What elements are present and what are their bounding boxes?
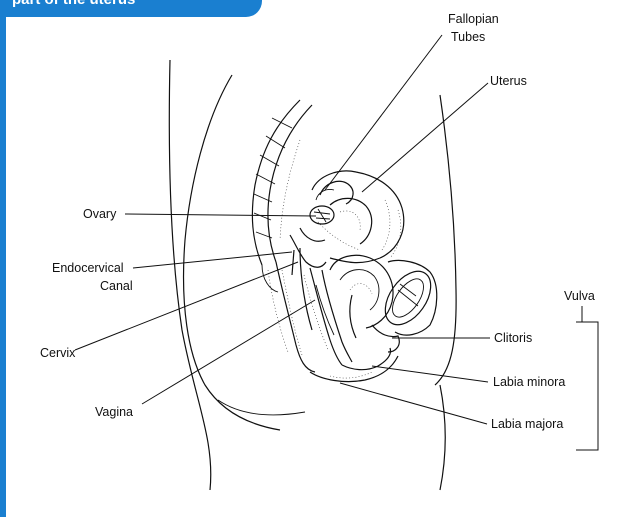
rectum bbox=[268, 248, 315, 372]
vulva-bracket bbox=[576, 322, 598, 450]
bladder bbox=[330, 255, 393, 338]
leader-labia-minora bbox=[372, 366, 488, 382]
label-fallopian-line2: Tubes bbox=[451, 30, 485, 44]
leader-ovary bbox=[125, 214, 316, 216]
leader-cervix bbox=[75, 262, 298, 350]
leader-vagina bbox=[142, 300, 315, 404]
leader-endocervical bbox=[133, 252, 292, 268]
label-clitoris: Clitoris bbox=[494, 331, 532, 345]
leader-labia-majora bbox=[340, 383, 487, 424]
label-labia-majora: Labia majora bbox=[491, 417, 563, 431]
label-ovary: Ovary bbox=[83, 207, 117, 221]
label-endocervical-line1: Endocervical bbox=[52, 261, 124, 275]
spine bbox=[252, 100, 312, 292]
label-vulva: Vulva bbox=[564, 289, 595, 303]
label-uterus: Uterus bbox=[490, 74, 527, 88]
label-labia-minora: Labia minora bbox=[493, 375, 565, 389]
label-endocervical-line2: Canal bbox=[100, 279, 133, 293]
uterus-shape bbox=[312, 171, 404, 263]
leader-fallopian-tubes bbox=[325, 35, 442, 190]
label-fallopian-line1: Fallopian bbox=[448, 12, 499, 26]
pubic-bone bbox=[376, 260, 440, 335]
fallopian-tube-and-ovary bbox=[300, 181, 353, 241]
label-vagina: Vagina bbox=[95, 405, 133, 419]
leader-uterus bbox=[362, 83, 488, 192]
label-cervix: Cervix bbox=[40, 346, 76, 360]
body-outline bbox=[169, 60, 456, 490]
